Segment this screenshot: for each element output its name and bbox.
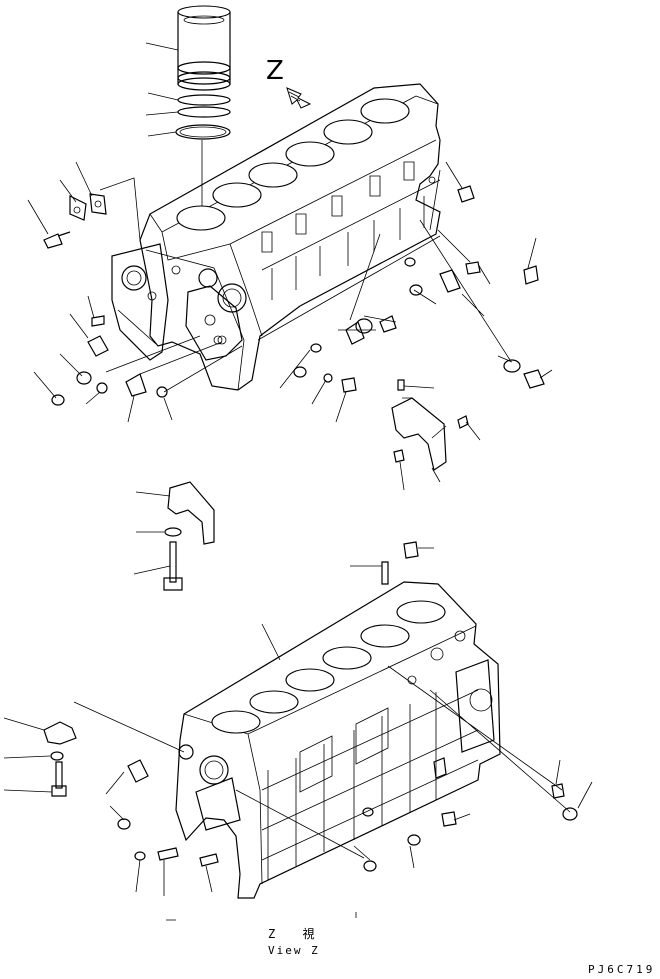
view-z-label: Z xyxy=(266,56,284,86)
left-fittings xyxy=(43,193,168,406)
drawing-code: PJ6C719 xyxy=(588,963,656,976)
oil-pipe-flange xyxy=(185,285,243,361)
bearing-cap-upper xyxy=(391,379,469,471)
liner-o-rings xyxy=(175,94,231,140)
view-caption-english: View Z xyxy=(268,944,320,957)
view-z-arrow-icon xyxy=(286,87,312,109)
front-plate xyxy=(111,243,169,361)
lower-cylinder-block xyxy=(175,581,501,899)
upper-cylinder-block xyxy=(139,83,441,391)
cylinder-liner xyxy=(177,5,231,91)
lower-fittings xyxy=(43,541,578,872)
view-caption-japanese: Z 視 xyxy=(268,927,325,941)
right-fittings xyxy=(293,185,545,393)
bearing-cap-lower xyxy=(163,481,215,591)
